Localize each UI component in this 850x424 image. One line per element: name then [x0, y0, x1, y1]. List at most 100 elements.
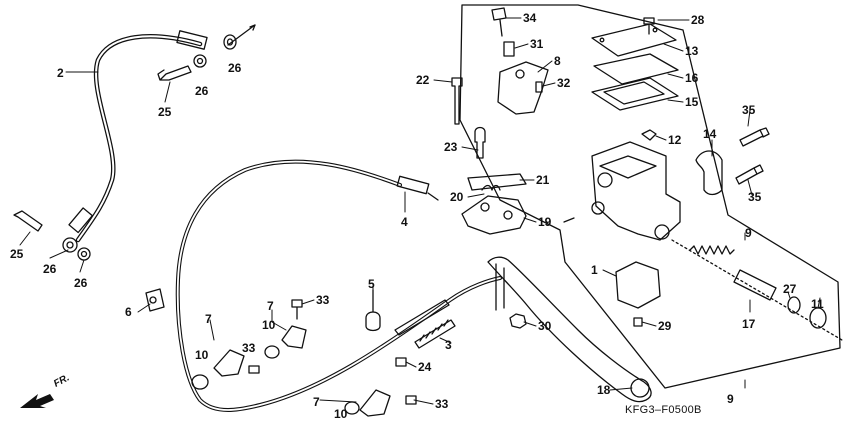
assembly-outline: [459, 4, 841, 389]
bolt-23: [474, 126, 486, 159]
callout-10b: 10: [195, 348, 209, 362]
callout-6: 6: [125, 305, 132, 319]
clutch-lever: [487, 256, 652, 403]
clip-12: [641, 129, 657, 141]
callout-26a: 26: [228, 61, 242, 75]
callout-20: 20: [450, 190, 464, 204]
callout-10a: 10: [262, 318, 276, 332]
washer-10-b: [191, 374, 209, 390]
hose-fitting-bottom: [68, 207, 93, 234]
callout-7b: 7: [205, 312, 212, 326]
seal-27: [787, 296, 801, 314]
washer-26-a: [223, 34, 237, 50]
callout-14: 14: [703, 127, 717, 141]
screw-33-c: [405, 395, 417, 405]
clutch-switch-1: [615, 261, 661, 309]
callout-28: 28: [691, 13, 705, 27]
bolt-35-a: [739, 127, 770, 147]
callout-16: 16: [685, 71, 699, 85]
callout-31: 31: [530, 37, 544, 51]
diaphragm-15: [591, 77, 679, 111]
cable-guide-7-a: [281, 325, 307, 349]
washer-26-d: [77, 247, 91, 261]
washer-26-b: [193, 54, 207, 68]
callout-4: 4: [401, 215, 408, 229]
washer-26-c: [62, 237, 78, 253]
screw-33-a: [291, 299, 303, 320]
callout-10c: 10: [334, 407, 348, 421]
screw-28: [643, 17, 655, 35]
callout-27: 27: [783, 282, 797, 296]
callout-33c: 33: [435, 397, 449, 411]
screw-24: [395, 357, 407, 367]
callout-9b: 9: [727, 392, 734, 406]
boot-11: [809, 307, 827, 329]
callout-34: 34: [523, 11, 537, 25]
callout-33a: 33: [316, 293, 330, 307]
callout-26d: 26: [74, 276, 88, 290]
callout-2: 2: [57, 66, 64, 80]
pin-32: [535, 81, 543, 93]
callout-11: 11: [811, 297, 824, 311]
hose-fitting-top: [176, 30, 208, 50]
callout-3: 3: [445, 338, 452, 352]
cable-guide-7-b: [213, 349, 245, 377]
callout-35b: 35: [748, 190, 762, 204]
callout-33b: 33: [242, 341, 256, 355]
lever-end-ball: [630, 378, 650, 398]
callout-35a: 35: [742, 103, 756, 117]
collar-31: [503, 41, 515, 57]
leader-lines: [19, 17, 821, 405]
callout-23: 23: [444, 140, 458, 154]
callout-32: 32: [557, 76, 571, 90]
callout-5: 5: [368, 277, 375, 291]
diagram-code: KFG3–F0500B: [625, 404, 702, 416]
reservoir-cap-13: [591, 23, 677, 57]
callout-9: 9: [745, 226, 752, 240]
holder-14: [695, 150, 723, 196]
callout-26c: 26: [43, 262, 57, 276]
screw-29: [633, 317, 643, 327]
callout-7a: 7: [267, 299, 274, 313]
callout-24: 24: [418, 360, 432, 374]
spring-20: [481, 184, 501, 191]
piston-spring-17: [689, 245, 735, 255]
nut-30: [509, 313, 527, 329]
callout-22: 22: [416, 73, 430, 87]
callout-25a: 25: [158, 105, 172, 119]
diaphragm-plate-16: [593, 53, 679, 85]
callout-12: 12: [668, 133, 682, 147]
callout-17: 17: [742, 317, 756, 331]
cable-clamp-6: [145, 288, 165, 312]
cable-guide-7-c: [359, 389, 391, 417]
bolt-25-a: [157, 65, 192, 81]
bolt-25-b: [13, 210, 43, 232]
callout-21: 21: [536, 173, 550, 187]
bolt-34: [491, 7, 507, 37]
callout-1: 1: [591, 263, 598, 277]
bolt-35-b: [735, 164, 764, 185]
callout-26b: 26: [195, 84, 209, 98]
switch-plate-21: [467, 173, 527, 191]
master-cylinder-body: [591, 141, 681, 241]
screw-33-b: [248, 365, 260, 374]
callout-15: 15: [685, 95, 699, 109]
callout-18: 18: [597, 383, 611, 397]
washer-10-a: [264, 345, 280, 359]
callout-19: 19: [538, 215, 552, 229]
callout-25b: 25: [10, 247, 24, 261]
piston-17: [733, 269, 777, 301]
callout-8: 8: [554, 54, 561, 68]
cable-clamp-5: [365, 311, 381, 332]
front-arrow-icon: [20, 394, 54, 408]
callout-13: 13: [685, 44, 699, 58]
callout-30: 30: [538, 319, 552, 333]
bolt-22: [451, 77, 463, 125]
callout-29: 29: [658, 319, 672, 333]
switch-bracket-8: [497, 61, 549, 115]
cable-end-4: [396, 175, 430, 195]
lever-bracket-19: [461, 195, 527, 235]
callout-7c: 7: [313, 395, 320, 409]
